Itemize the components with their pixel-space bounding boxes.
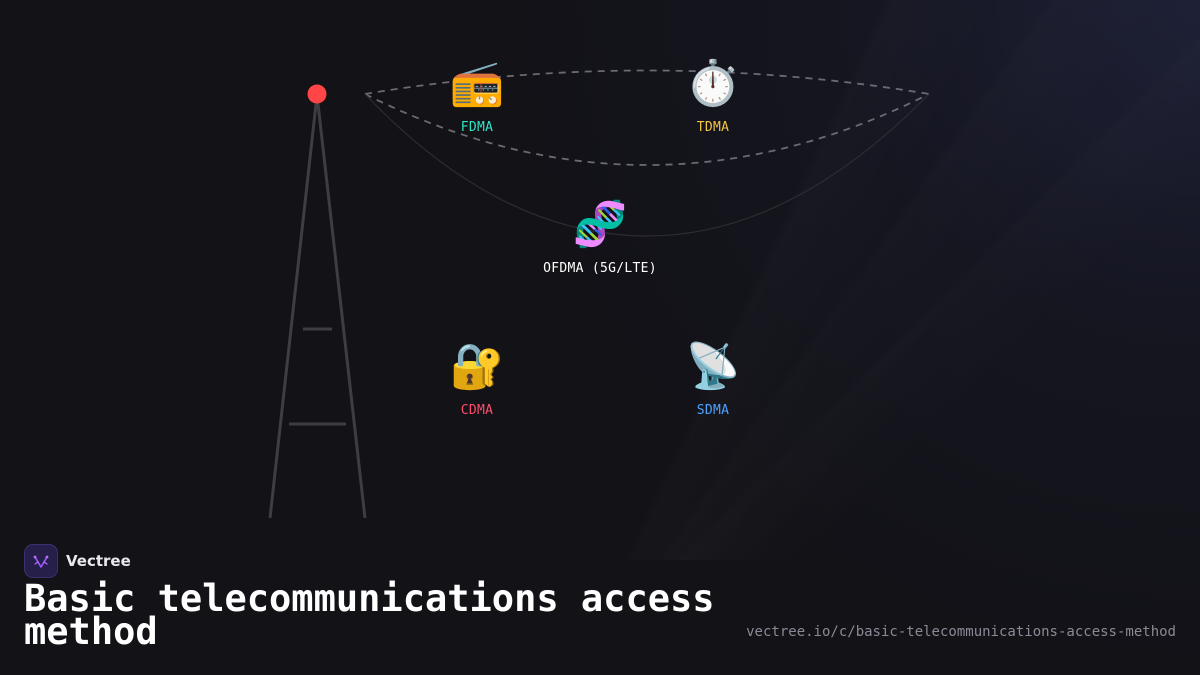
satellite-dish-icon: 📡 [685, 341, 741, 392]
radio-tower-icon [268, 84, 367, 519]
signal-arc-top [364, 69, 930, 95]
vectree-logo-icon [24, 544, 58, 578]
page-url[interactable]: vectree.io/c/basic-telecommunications-ac… [746, 624, 1176, 640]
node-label: SDMA [696, 403, 730, 418]
brand[interactable]: Vectree [24, 544, 131, 578]
page-title: Basic telecommunications access method [24, 577, 715, 653]
signal-arc-middle [364, 93, 930, 166]
brand-name: Vectree [66, 552, 131, 570]
signal-arc-bottom [364, 93, 930, 237]
tower-beacon [307, 84, 327, 104]
node-label: FDMA [460, 120, 494, 135]
stopwatch-icon: ⏱️ [685, 58, 741, 109]
radio-icon: 📻 [449, 58, 505, 109]
lock-key-icon: 🔐 [449, 341, 505, 392]
node-label: TDMA [696, 120, 730, 135]
dna-icon: 🧬 [572, 199, 628, 250]
node-ofdma: 🧬 OFDMA (5G/LTE) [510, 199, 690, 277]
node-tdma: ⏱️ TDMA [623, 58, 803, 136]
node-cdma: 🔐 CDMA [387, 341, 567, 419]
node-label: CDMA [460, 403, 494, 418]
node-label: OFDMA (5G/LTE) [543, 261, 657, 276]
node-fdma: 📻 FDMA [387, 58, 567, 136]
node-sdma: 📡 SDMA [623, 341, 803, 419]
